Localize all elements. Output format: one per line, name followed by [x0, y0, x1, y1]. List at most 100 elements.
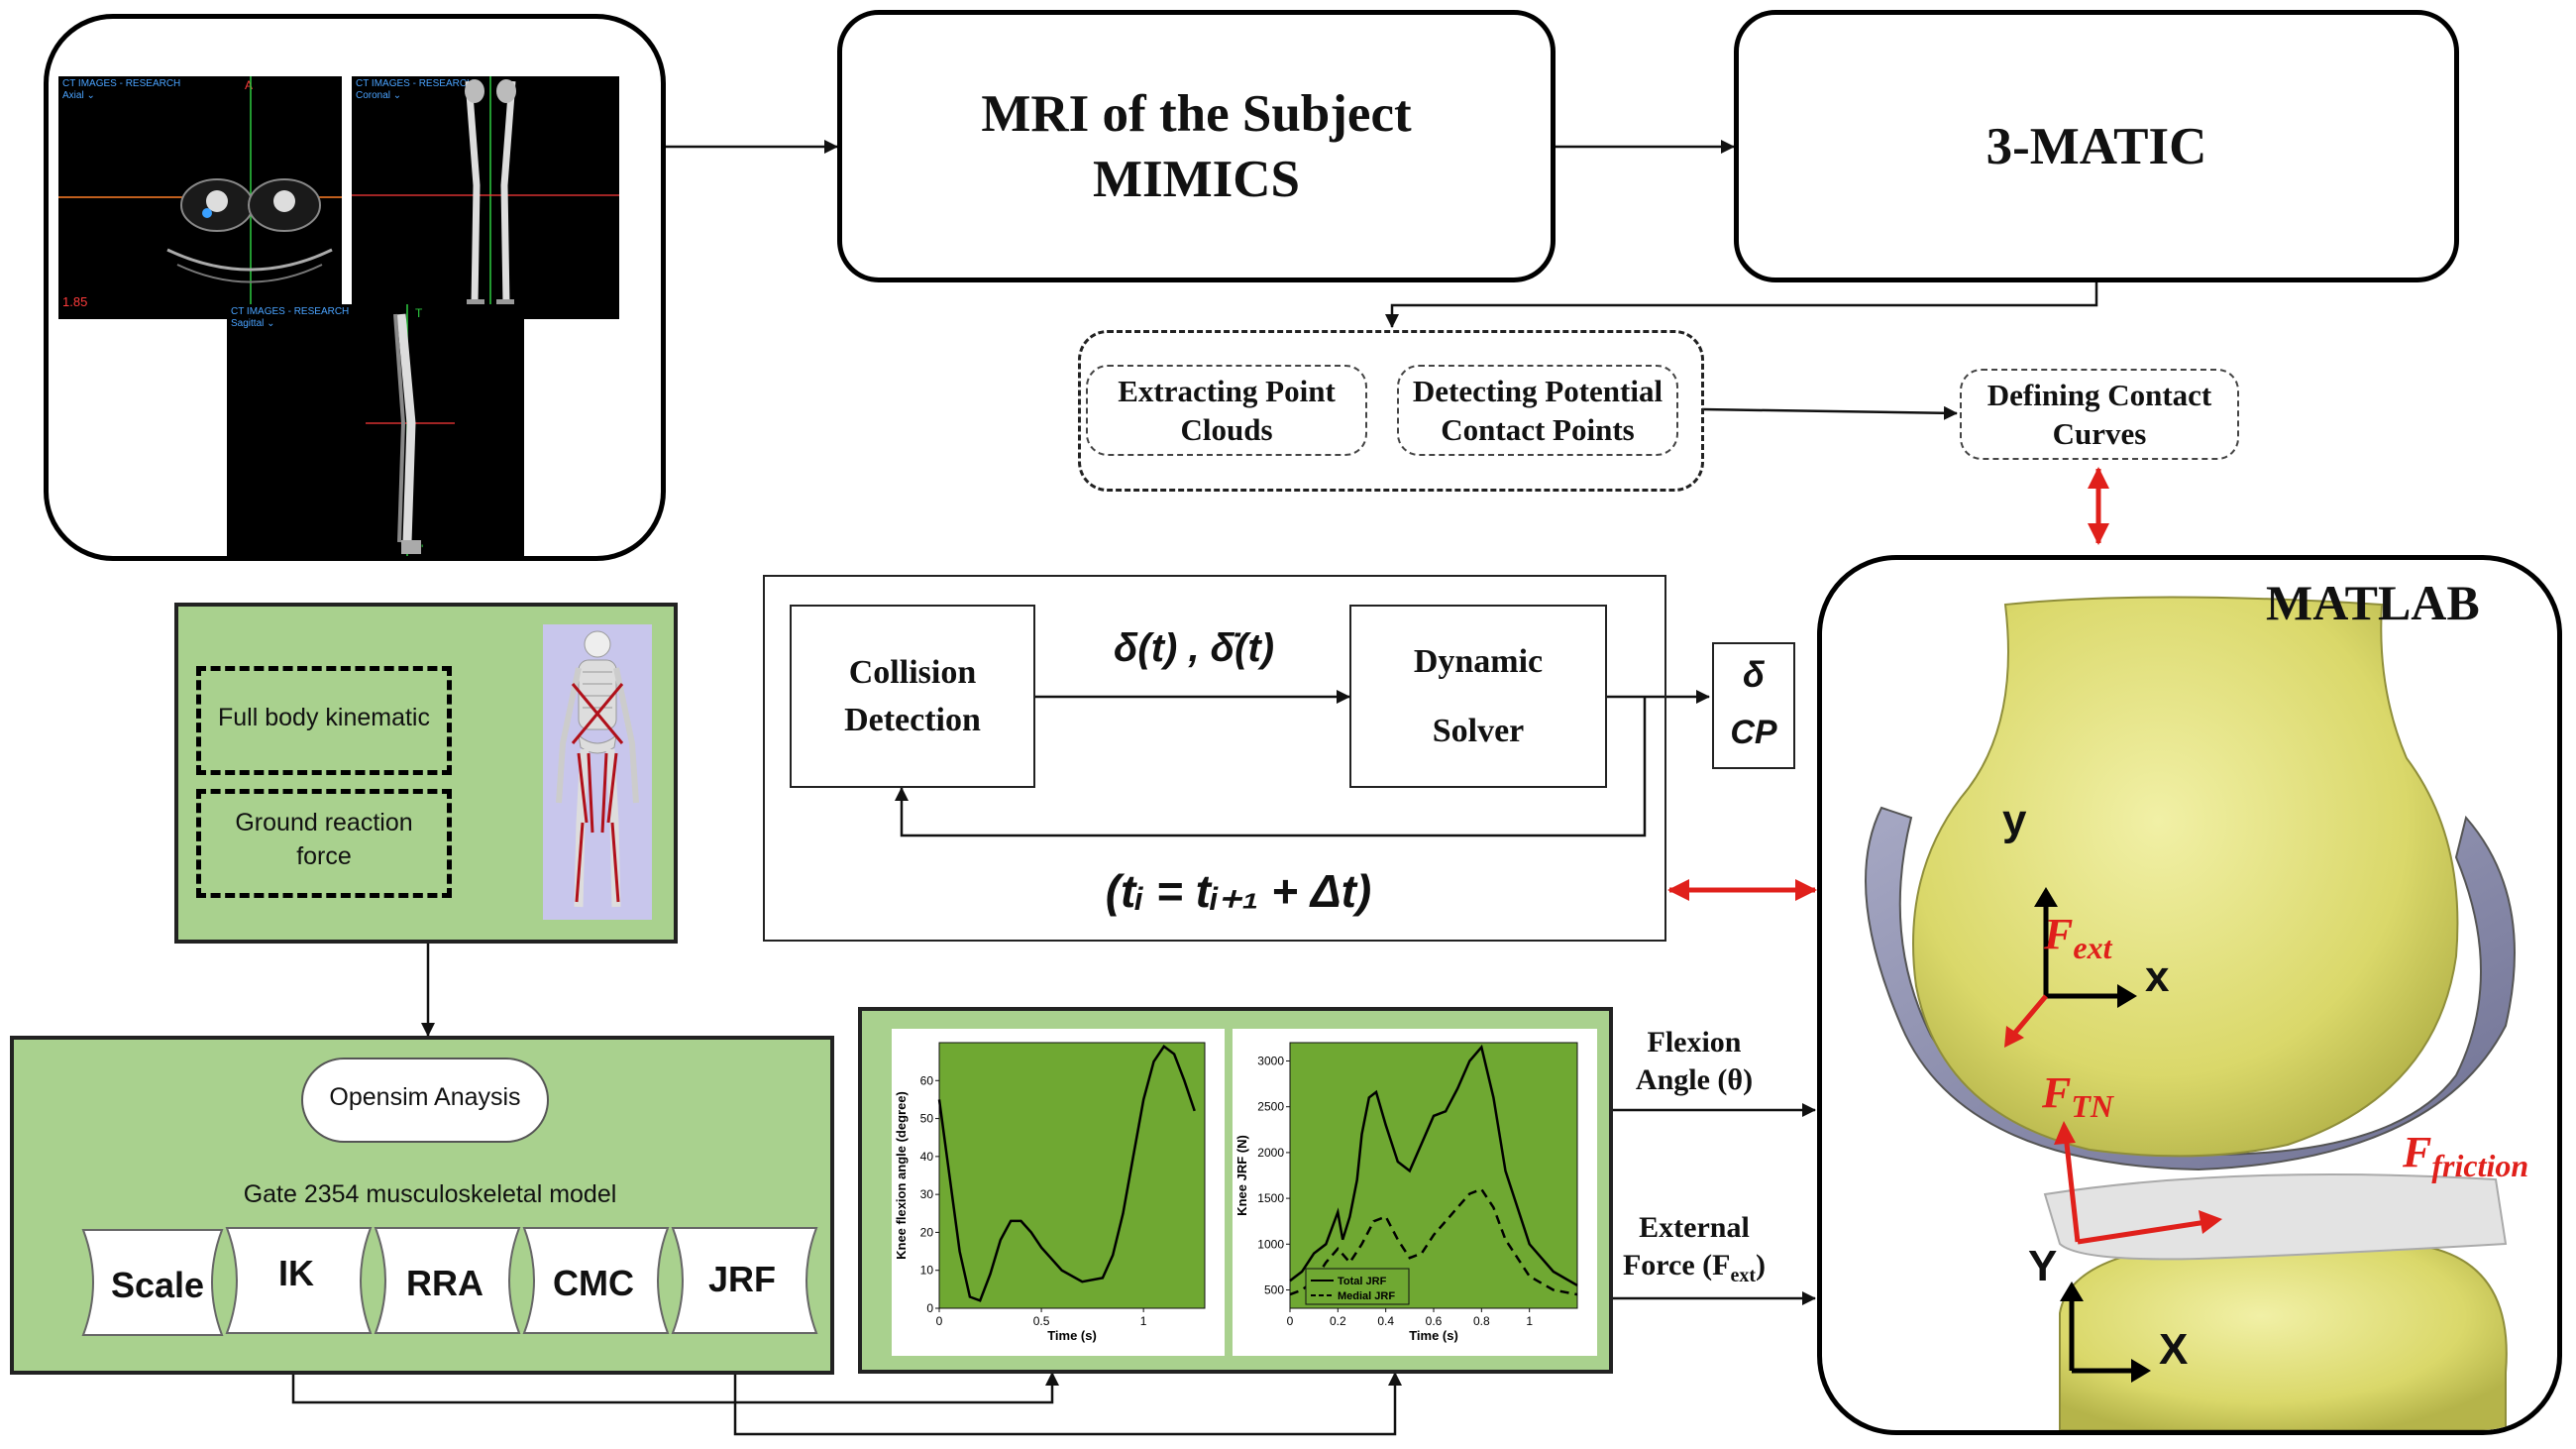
axial-view-menu[interactable]: Axial ⌄ [62, 90, 95, 101]
femur-axis-y: y [2002, 796, 2027, 844]
zoom-readout: 1.85 [62, 294, 88, 309]
series-line-medial-jrf [1289, 1187, 1578, 1296]
x-tick-label: 0.5 [1033, 1314, 1050, 1328]
full-body-kinematic-box [196, 666, 452, 775]
plot-area [938, 1042, 1206, 1309]
flexion-label-line1: Flexion [1647, 1026, 1742, 1059]
y-tick-label: 2500 [1257, 1100, 1284, 1114]
x-axis-label: Time (s) [1409, 1328, 1458, 1343]
y-tick-label: 10 [920, 1264, 934, 1278]
y-tick-label: 1500 [1257, 1191, 1284, 1205]
x-tick-label: 0.6 [1426, 1314, 1443, 1328]
flexion-label-line2: Angle (θ) [1635, 1063, 1754, 1096]
force-tn-sub: TN [2071, 1087, 2114, 1124]
axial-view: CT IMAGES - RESEARCH Axial ⌄ A P 1.85 [58, 76, 342, 319]
matlab-title: MATLAB [2266, 575, 2480, 630]
force-friction-sub: friction [2431, 1147, 2529, 1183]
x-axis-label: Time (s) [1047, 1328, 1097, 1343]
sagittal-label: CT IMAGES - RESEARCH [231, 306, 350, 317]
y-tick-label: 2000 [1257, 1146, 1284, 1160]
series-line-0 [937, 1045, 1196, 1302]
opensim-analysis-pill [301, 1058, 549, 1143]
collision-line1: Collision [848, 653, 977, 691]
coronal-view-menu[interactable]: Coronal ⌄ [356, 90, 402, 101]
step-jrf: JRF [707, 1259, 776, 1299]
x-tick-label: 0 [1287, 1314, 1294, 1328]
skeleton-model-image [543, 624, 652, 920]
detecting-contact-points-box: Detecting Potential Contact Points [1397, 365, 1678, 456]
full-body-kinematic-label: Full body kinematic [218, 704, 430, 731]
extract-line1: Extracting Point [1118, 374, 1336, 408]
model-label: Gate 2354 musculoskeletal model [243, 1180, 617, 1208]
x-tick-label: 0 [936, 1314, 943, 1328]
mri-image-panel: CT IMAGES - RESEARCH Axial ⌄ A P 1.85 CT… [44, 14, 666, 561]
x-tick-label: 0.2 [1330, 1314, 1346, 1328]
output-delta: δ [1743, 654, 1765, 695]
legend-box [1305, 1268, 1410, 1305]
solver-frame [763, 575, 1666, 942]
extract-line2: Clouds [1180, 412, 1273, 447]
grf-box [196, 789, 452, 898]
contact-processing-group [1078, 330, 1704, 492]
collision-detection-box: Collision Detection [790, 605, 1035, 788]
detect-line1: Detecting Potential [1412, 374, 1664, 408]
mri-mimics-box: MRI of the Subject MIMICS [837, 10, 1556, 282]
mri-title-line2: MIMICS [1092, 150, 1301, 208]
y-tick-label: 40 [920, 1150, 934, 1164]
coronal-slice [352, 76, 619, 319]
y-tick-label: 3000 [1257, 1054, 1284, 1067]
x-tick-label: 1 [1526, 1314, 1533, 1328]
output-cp: CP [1730, 714, 1777, 751]
grf-label-line2: force [296, 842, 352, 870]
force-label-close: ) [1756, 1249, 1767, 1282]
x-tick-label: 0.4 [1377, 1314, 1394, 1328]
output-box: δ CP [1712, 642, 1795, 769]
define-line2: Curves [2052, 416, 2147, 451]
force-ext-label: Fext [2044, 909, 2111, 966]
force-friction-label: Ffriction [2403, 1127, 2528, 1184]
tibia [2059, 1239, 2508, 1430]
arrow-matic-to-contact [1385, 282, 2098, 328]
arrow-feedback-loop [895, 697, 1647, 837]
force-label-text: Force (F [1622, 1249, 1731, 1282]
axial-slice [58, 76, 342, 319]
define-line1: Defining Contact [1986, 378, 2212, 412]
force-tn-f: F [2042, 1068, 2072, 1117]
y-tick-label: 500 [1264, 1283, 1284, 1297]
matic-title: 3-MATIC [1986, 117, 2207, 175]
pipeline-steps [81, 1227, 818, 1336]
legend-entry: Total JRF [1338, 1276, 1387, 1287]
collision-line2: Detection [844, 701, 981, 738]
coronal-view: CT IMAGES - RESEARCH Coronal ⌄ B [352, 76, 619, 319]
force-label-line1: External [1639, 1211, 1750, 1244]
force-tn-label: FTN [2042, 1067, 2113, 1125]
y-tick-label: 20 [920, 1225, 934, 1239]
tibial-plateau [2043, 1173, 2508, 1261]
force-label-sub: ext [1730, 1265, 1757, 1286]
opensim-panel: Opensim Anaysis Gate 2354 musculoskeleta… [10, 1036, 834, 1375]
dynamic-line2: Solver [1432, 712, 1525, 749]
sagittal-view: CT IMAGES - RESEARCH Sagittal ⌄ T B' [227, 304, 524, 556]
sagittal-slice [366, 304, 455, 556]
signal-label: δ(t) , δ̇(t) [1113, 626, 1275, 670]
force-friction-f: F [2403, 1128, 2432, 1176]
step-scale: Scale [110, 1265, 205, 1305]
defining-contact-curves-box: Defining Contact Curves [1960, 369, 2239, 460]
global-axis-x: X [2159, 1325, 2189, 1374]
detect-line2: Contact Points [1441, 412, 1635, 447]
opensim-analysis-label: Opensim Anaysis [329, 1083, 521, 1111]
sagittal-view-menu[interactable]: Sagittal ⌄ [231, 318, 275, 329]
x-tick-label: 1 [1140, 1314, 1147, 1328]
femur-axis-x: x [2145, 952, 2170, 1001]
force-ext-f: F [2044, 910, 2074, 958]
force-label-line2: Force (Fext) [1605, 1249, 1783, 1287]
force-ext-sub: ext [2073, 929, 2112, 965]
kinematics-panel: Full body kinematic Ground reaction forc… [174, 603, 678, 944]
y-tick-label: 1000 [1257, 1237, 1284, 1251]
y-tick-label: 50 [920, 1112, 934, 1126]
matlab-panel: MATLAB y x Y X Fext FTN Ffriction [1817, 555, 2562, 1435]
